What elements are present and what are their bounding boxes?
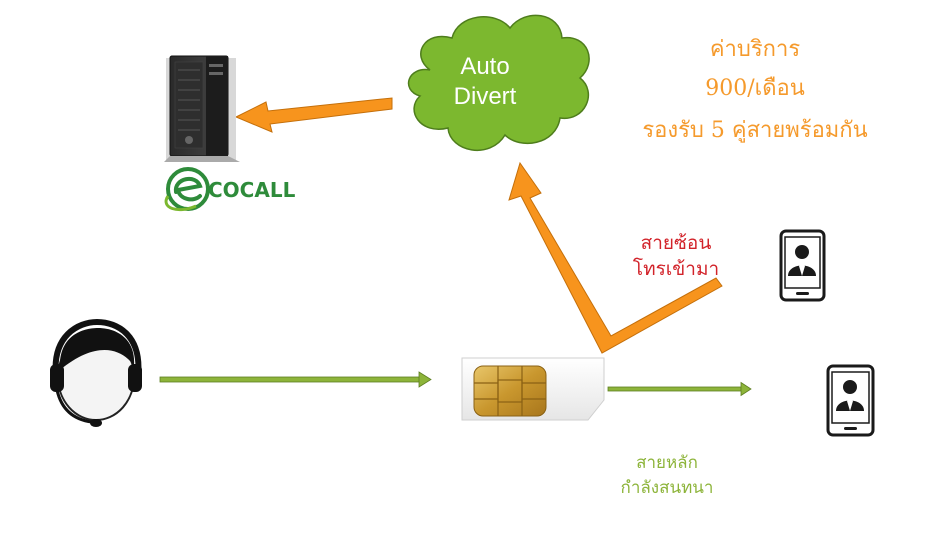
mobile-phone-icon-incoming bbox=[779, 229, 826, 302]
arrow-agent-to-sim bbox=[159, 371, 432, 388]
headset-agent-icon bbox=[50, 318, 142, 427]
cloud-label-line1: Auto bbox=[460, 53, 510, 80]
arrow-cloud-to-server bbox=[234, 97, 393, 133]
cloud-label-line2: Divert bbox=[453, 83, 517, 110]
incoming-call-line1: สายซ้อน bbox=[640, 232, 712, 254]
main-line-line1: สายหลัก bbox=[636, 453, 698, 473]
pricing-amount: 900/เดือน bbox=[705, 76, 805, 101]
sim-card-icon bbox=[461, 357, 605, 421]
server-icon bbox=[164, 55, 240, 162]
ecocall-brand-text: COCALL bbox=[208, 178, 296, 202]
incoming-call-line2: โทรเข้ามา bbox=[632, 258, 720, 280]
incoming-call-label: สายซ้อน โทรเข้ามา bbox=[628, 230, 724, 282]
cloud-label: Auto Divert bbox=[438, 52, 532, 112]
arrow-sim-to-phone bbox=[607, 381, 752, 397]
main-line-label: สายหลัก กำลังสนทนา bbox=[612, 451, 722, 501]
arrow-divert-to-cloud bbox=[508, 161, 723, 354]
pricing-capacity: รองรับ 5 คู่สายพร้อมกัน bbox=[642, 118, 868, 143]
pricing-title: ค่าบริการ bbox=[709, 37, 801, 62]
mobile-phone-icon-main bbox=[826, 364, 875, 437]
auto-divert-cloud bbox=[407, 14, 590, 151]
ecocall-logo-icon bbox=[164, 167, 210, 212]
main-line-line2: กำลังสนทนา bbox=[620, 478, 714, 498]
